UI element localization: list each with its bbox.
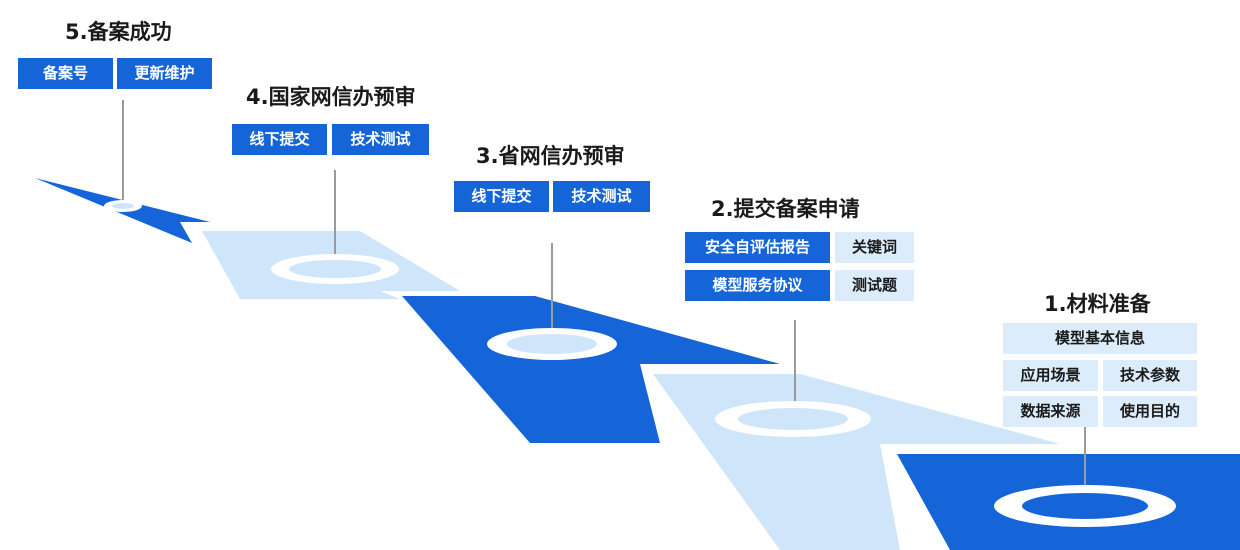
step3-tile [402, 296, 780, 443]
step2-tag-keywords: 关键词 [835, 232, 914, 263]
step2-tag-self-assessment-report: 安全自评估报告 [685, 232, 830, 263]
step3-title: 3.省网信办预审 [476, 144, 625, 168]
step1-tag-tech-params: 技术参数 [1103, 360, 1197, 391]
step1-tag-application-scenario: 应用场景 [1003, 360, 1098, 391]
step2-ring [715, 401, 871, 437]
step5-tag-update-maintenance: 更新维护 [117, 58, 212, 89]
step5-tag-filing-number: 备案号 [18, 58, 113, 89]
step3-ring [487, 328, 617, 360]
step2-tag-service-agreement: 模型服务协议 [685, 270, 830, 301]
step1-tag-usage-purpose: 使用目的 [1103, 396, 1197, 427]
step1-tag-model-basic-info: 模型基本信息 [1003, 323, 1197, 354]
step3-tag-tech-test: 技术测试 [553, 181, 650, 212]
step1-ring [994, 485, 1176, 527]
step4-tag-offline-submit: 线下提交 [232, 124, 327, 155]
step1-tag-data-source: 数据来源 [1003, 396, 1098, 427]
step3-tag-offline-submit: 线下提交 [454, 181, 549, 212]
step2-title: 2.提交备案申请 [711, 197, 860, 221]
step4-tag-tech-test: 技术测试 [332, 124, 429, 155]
step1-title: 1.材料准备 [1044, 292, 1151, 316]
step2-tag-test-questions: 测试题 [835, 270, 914, 301]
step5-ring [104, 200, 142, 212]
step4-title: 4.国家网信办预审 [246, 85, 416, 109]
step5-title: 5.备案成功 [65, 20, 172, 44]
step4-ring [271, 254, 399, 284]
